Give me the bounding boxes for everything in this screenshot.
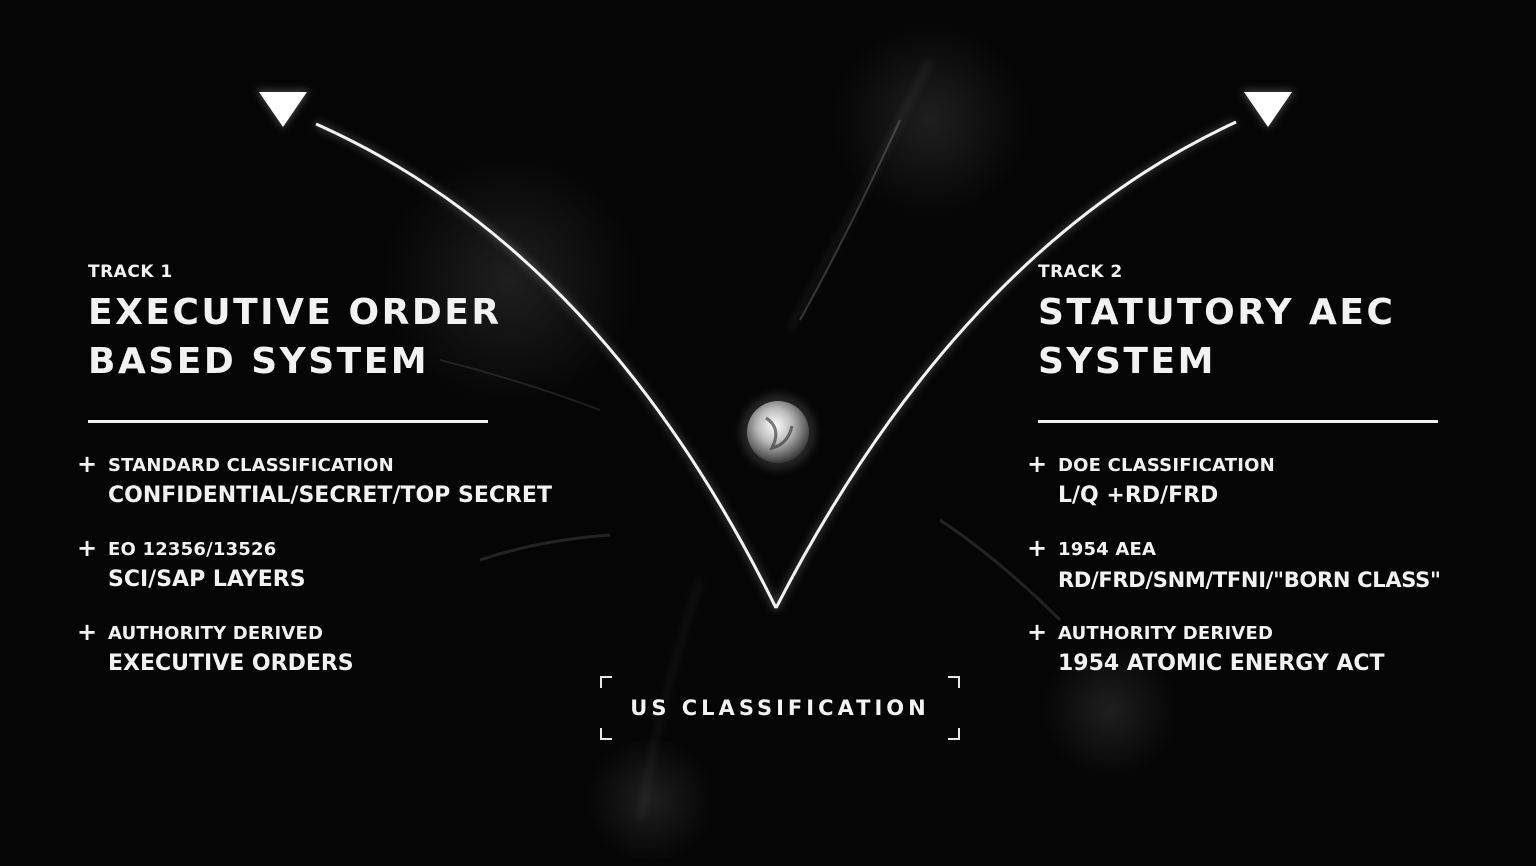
track-1-title-line-1: EXECUTIVE ORDER [88,292,502,333]
triangle-down-icon [1241,90,1295,129]
track-1-title: EXECUTIVE ORDER BASED SYSTEM [88,288,552,386]
background-glow [380,150,640,410]
track-2-panel: TRACK 2 STATUTORY AEC SYSTEM + DOE CLASS… [1027,262,1441,679]
track-1-label: TRACK 1 [88,262,173,282]
item-heading: AUTHORITY DERIVED [108,623,324,644]
plus-icon: + [1027,450,1048,478]
plus-icon: + [77,618,98,646]
plus-icon: + [1027,618,1048,646]
track-2-title-line-1: STATUTORY AEC [1038,292,1396,333]
light-streaks [439,58,1062,821]
list-item: + AUTHORITY DERIVED 1954 ATOMIC ENERGY A… [1027,618,1441,679]
triangle-down-icon [256,90,310,129]
track-2-label: TRACK 2 [1038,262,1123,282]
track-1-divider [88,420,488,423]
item-value: L/Q +RD/FRD [1058,483,1219,508]
frame-corner [948,728,960,740]
item-value: CONFIDENTIAL/SECRET/TOP SECRET [108,483,552,508]
frame-corner [600,728,612,740]
track-2-title: STATUTORY AEC SYSTEM [1038,288,1441,386]
list-item: + DOE CLASSIFICATION L/Q +RD/FRD [1027,450,1441,511]
track-2-item-list: + DOE CLASSIFICATION L/Q +RD/FRD + 1954 … [1027,450,1441,679]
list-item: + AUTHORITY DERIVED EXECUTIVE ORDERS [77,618,552,679]
track-1-title-line-2: BASED SYSTEM [88,341,430,382]
item-heading: DOE CLASSIFICATION [1058,455,1275,476]
center-label-frame: US CLASSIFICATION [600,676,960,740]
background-glow [1040,640,1180,780]
item-heading: AUTHORITY DERIVED [1058,623,1274,644]
list-item: + STANDARD CLASSIFICATION CONFIDENTIAL/S… [77,450,552,511]
center-label-text: US CLASSIFICATION [630,696,930,720]
item-heading: STANDARD CLASSIFICATION [108,455,394,476]
item-heading: 1954 AEA [1058,539,1157,560]
item-value: SCI/SAP LAYERS [108,567,306,592]
track-2-divider [1038,420,1438,423]
frame-corner [948,676,960,688]
track-1-item-list: + STANDARD CLASSIFICATION CONFIDENTIAL/S… [77,450,552,679]
orb-icon [740,394,816,470]
list-item: + EO 12356/13526 SCI/SAP LAYERS [77,534,552,595]
track-1-panel: TRACK 1 EXECUTIVE ORDER BASED SYSTEM + S… [77,262,552,679]
item-value: 1954 ATOMIC ENERGY ACT [1058,651,1385,676]
item-value: EXECUTIVE ORDERS [108,651,354,676]
list-item: + 1954 AEA RD/FRD/SNM/TFNI/"BORN CLASS" [1027,534,1441,595]
plus-icon: + [77,450,98,478]
plus-icon: + [77,534,98,562]
item-heading: EO 12356/13526 [108,539,277,560]
frame-corner [600,676,612,688]
plus-icon: + [1027,534,1048,562]
track-2-title-line-2: SYSTEM [1038,341,1216,382]
item-value: RD/FRD/SNM/TFNI/"BORN CLASS" [1058,568,1441,592]
